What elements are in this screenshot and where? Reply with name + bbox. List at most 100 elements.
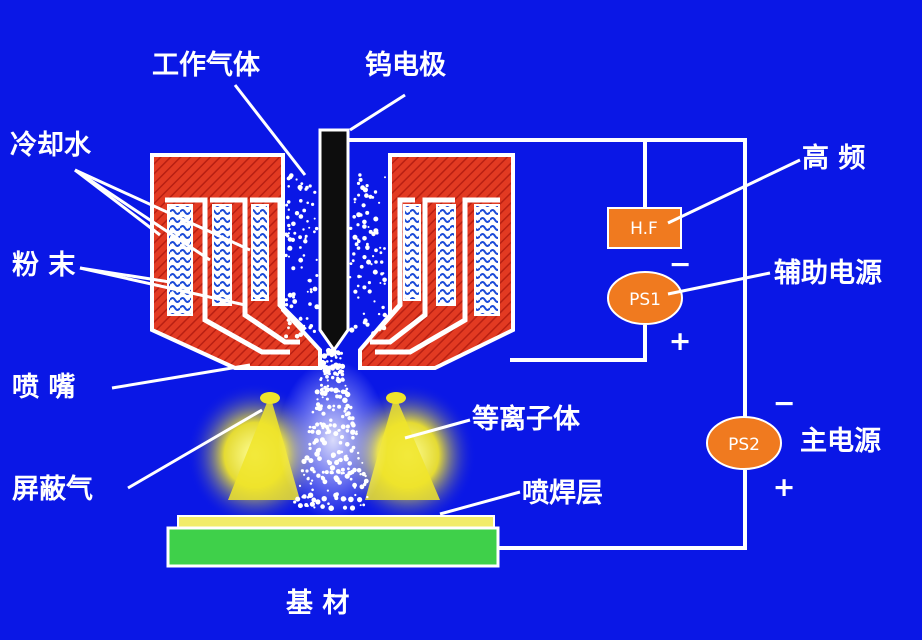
gas-particle [303,239,308,244]
gas-particle [299,246,302,249]
gas-particle [294,334,300,339]
gas-particle [349,327,355,333]
plasma-particle [340,496,347,502]
gas-particle [304,237,307,240]
gas-particle [287,326,290,330]
plasma-particle [351,435,355,440]
plasma-particle [309,466,315,472]
gas-particle [287,185,291,188]
gas-particle [349,262,353,265]
circuit-wires [345,138,747,550]
gas-particle [287,223,291,228]
plasma-particle [338,457,343,463]
gas-particle [382,312,387,318]
plasma-particle [354,493,357,497]
plasma-particle [327,404,332,410]
gas-particle [308,184,312,188]
plasma-particle [330,452,336,458]
gas-particle [288,227,291,231]
gas-particle [381,325,387,331]
gas-particle [357,193,361,197]
gas-particle [306,290,309,293]
plasma-particle [344,384,347,387]
plasma-particle [333,389,338,394]
label-substrate: 基 材 [286,588,349,619]
plasma-particle [321,353,328,359]
label-aux-power: 辅助电源 [774,258,882,289]
plasma-particle [314,451,320,457]
plasma-particle [340,372,345,377]
plasma-particle [337,404,342,409]
gas-particle [292,299,298,304]
gas-particle [315,274,319,277]
gas-particle [366,259,372,265]
label-nozzle: 喷 嘴 [12,372,75,403]
plasma-particle [338,394,343,399]
plasma-particle [337,480,342,485]
gas-particle [284,334,289,339]
plasma-particle [327,502,330,506]
plasma-particle [315,499,321,505]
gas-particle [362,285,367,290]
gas-particle [377,312,381,316]
substrate-block [166,526,500,568]
gas-particle [294,211,300,216]
plasma-particle [335,394,340,399]
plasma-particle [307,430,311,434]
plasma-particle [350,429,356,435]
gas-particle [302,208,307,213]
label-shielding-gas: 屏蔽气 [12,474,93,505]
gas-particle [383,247,386,250]
plasma-particle [345,387,349,391]
plasma-particle [325,397,329,401]
gas-particle [307,279,311,282]
label-powder: 粉 末 [12,250,75,281]
plasma-particle [352,423,356,427]
plasma-particle [337,352,341,356]
plasma-particle [323,385,327,390]
plasma-particle [338,440,343,445]
plasma-particle [357,497,363,503]
plasma-particle [329,352,335,358]
gas-particle [358,177,363,182]
gas-particle [359,264,364,269]
gas-particle [314,226,319,231]
plasma-particle [309,501,315,507]
plasma-particle [349,477,353,481]
plasma-particle [302,459,307,464]
plasma-particle [366,495,369,499]
gas-particle [286,318,291,322]
plasma-particle [304,455,310,461]
plasma-particle [333,475,339,481]
gas-particle [308,325,312,330]
plasma-particle [320,422,327,428]
plasma-particle [322,390,328,396]
label-spray-layer: 喷焊层 [522,478,603,509]
gas-particle [356,284,360,288]
gas-particle [300,266,303,269]
gas-particle [362,236,367,241]
gas-particle [293,231,297,235]
gas-particle [370,263,373,266]
gas-particle [302,228,305,231]
plasma-particle [333,431,339,437]
gas-particle [383,282,386,285]
gas-particle [368,194,373,199]
spray-layer [177,515,495,529]
plasma-particle [326,360,329,363]
ps1-source: PS1 [607,271,683,325]
gas-particle [378,201,381,204]
gas-particle [384,176,386,179]
plasma-particle [343,409,347,413]
gas-particle [365,184,369,188]
plasma-particle [357,457,360,460]
plasma-particle [350,416,355,421]
plasma-particle [337,471,341,474]
gas-particle [353,324,358,329]
plasma-particle [332,404,336,408]
plasma-particle [308,495,312,498]
plasma-particle [316,398,319,401]
plasma-particle [300,469,304,473]
plasma-particle [326,489,329,492]
label-tungsten-electrode: 钨电极 [365,50,446,81]
